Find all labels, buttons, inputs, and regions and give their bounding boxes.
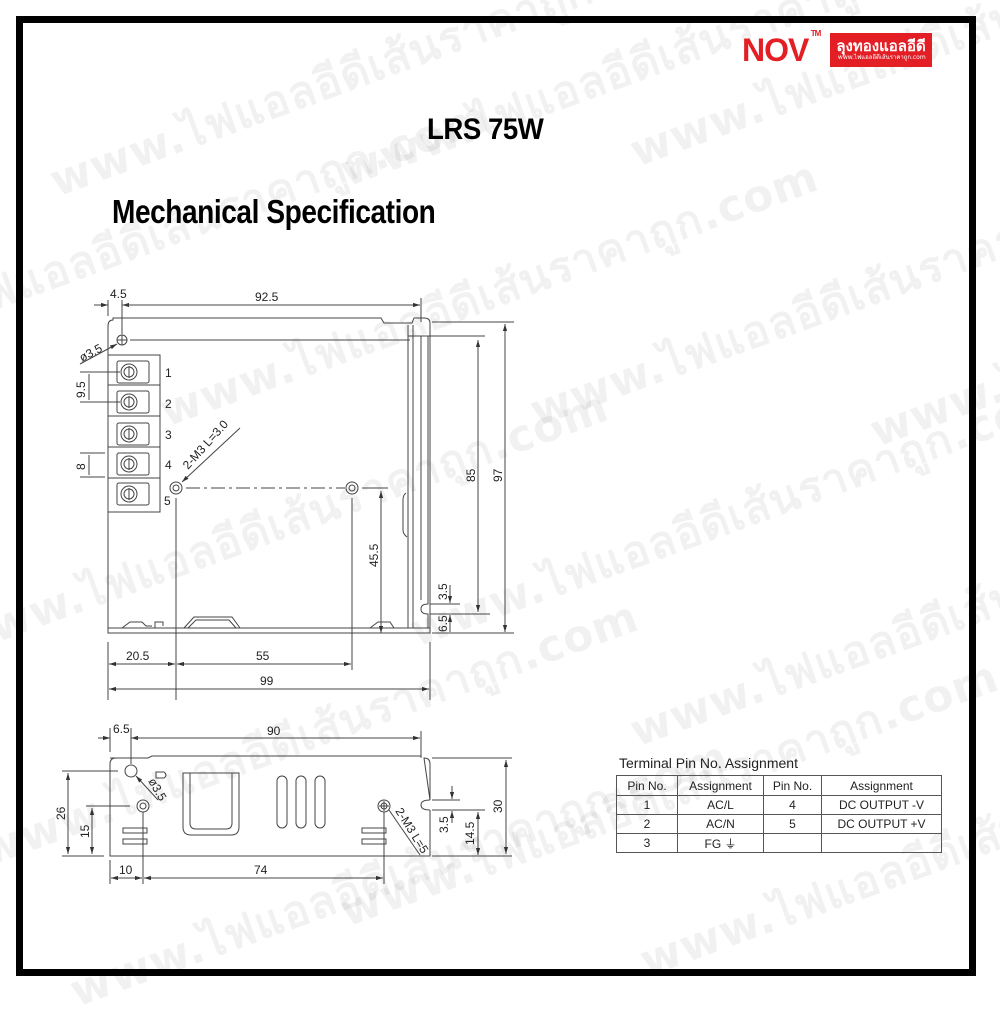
dim-terminal-pitch: 9.5 [74, 381, 88, 398]
table-row: 1 AC/L 4 DC OUTPUT -V [616, 795, 942, 815]
terminal-screws [116, 360, 150, 506]
pin-number [763, 833, 822, 853]
pin-assignment: AC/L [677, 795, 764, 815]
dim-side-mount-label: 2-M3 L=5 [392, 805, 431, 856]
chassis-outline [107, 317, 431, 634]
terminal-number: 1 [165, 366, 172, 380]
terminal-number: 4 [165, 458, 172, 472]
dim-side-left-offset: 10 [119, 863, 133, 877]
pin-table-title: Terminal Pin No. Assignment [619, 755, 798, 771]
logo-nov-text: NOV TM [742, 30, 821, 68]
dim-mount-label: 2-M3 L=3.0 [180, 417, 231, 472]
dim-top-width: 92.5 [255, 290, 279, 304]
dim-side-height-15: 15 [78, 824, 92, 838]
vent-slot [295, 775, 307, 829]
side-outline [109, 757, 431, 857]
table-header-row: Pin No. Assignment Pin No. Assignment [616, 775, 942, 796]
dim-side-notch-width: 3.5 [437, 816, 451, 833]
header-assignment: Assignment [821, 775, 942, 796]
dim-total-width: 99 [260, 674, 274, 688]
top-view [79, 298, 514, 700]
pin-assignment: AC/N [677, 814, 764, 834]
dim-total-height: 97 [491, 468, 505, 482]
pin-number: 5 [763, 814, 822, 834]
vent-slot [314, 775, 326, 829]
logo-red-box: ลุงทองแอลอีดี www.ไฟแอลอีดีเส้นราคาถูก.c… [830, 33, 932, 67]
pin-assignment: DC OUTPUT -V [821, 795, 942, 815]
terminal-number: 3 [165, 428, 172, 442]
mount-screw-hole [345, 481, 359, 495]
dim-hole-offset: 4.5 [110, 287, 127, 301]
table-row: 3 FG ⏚ [616, 833, 942, 853]
logo-text: NOV [742, 32, 809, 68]
header-pin-no: Pin No. [616, 775, 678, 796]
dim-notch-offset: 6.5 [436, 615, 450, 632]
dim-side-hole-offset: 6.5 [113, 722, 130, 736]
dim-hole-spacing: 55 [256, 649, 270, 663]
dim-mount-vertical: 45.5 [367, 543, 381, 567]
header-pin-no: Pin No. [763, 775, 822, 796]
side-view [62, 728, 512, 884]
pin-number: 2 [616, 814, 678, 834]
dim-side-total-height: 30 [491, 799, 505, 813]
dim-side-height-26: 26 [54, 806, 68, 820]
pin-assignment [821, 833, 942, 853]
dim-terminal-height: 8 [74, 463, 88, 470]
dim-inner-height: 85 [464, 468, 478, 482]
page-title: LRS 75W [427, 113, 544, 146]
header-assignment: Assignment [677, 775, 764, 796]
trademark-mark: TM [810, 29, 822, 38]
side-screw-hole [136, 799, 150, 813]
mount-screw-hole [169, 481, 183, 495]
dim-left-offset: 20.5 [126, 649, 150, 663]
pin-number: 3 [616, 833, 678, 853]
dim-side-notch-height: 14.5 [463, 821, 477, 845]
pin-number: 4 [763, 795, 822, 815]
terminal-number: 5 [164, 494, 171, 508]
pin-assignment: FG ⏚ [677, 833, 764, 853]
dim-notch-width: 3.5 [436, 583, 450, 600]
pin-assignment-table: Pin No. Assignment Pin No. Assignment 1 … [616, 775, 942, 853]
vent-opening [182, 772, 240, 836]
dim-side-hole-spacing: 74 [254, 863, 268, 877]
side-hole [124, 764, 138, 778]
pin-assignment: DC OUTPUT +V [821, 814, 942, 834]
table-row: 2 AC/N 5 DC OUTPUT +V [616, 814, 942, 834]
vent-slot [276, 775, 288, 829]
pin-number: 1 [616, 795, 678, 815]
dim-hole-diameter: ø3.5 [77, 341, 105, 365]
brand-thai-name: ลุงทองแอลอีดี [836, 37, 926, 55]
terminal-number: 2 [165, 397, 172, 411]
mechanical-drawing: 4.5 92.5 ø3.5 9.5 8 1 2 3 4 5 2-M3 L=3.0… [54, 287, 514, 884]
terminal-block [107, 354, 161, 513]
brand-logo: NOV TM ลุงทองแอลอีดี www.ไฟแอลอีดีเส้นรา… [742, 30, 932, 68]
dim-side-top-width: 90 [267, 724, 281, 738]
brand-url: www.ไฟแอลอีดีเส้นราคาถูก.com [837, 54, 926, 61]
section-title: Mechanical Specification [112, 193, 436, 230]
